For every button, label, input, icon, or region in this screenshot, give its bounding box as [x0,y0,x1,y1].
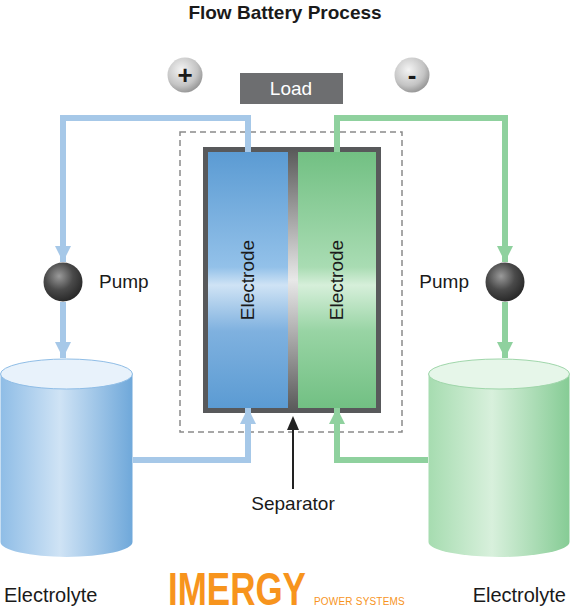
pump-sphere [44,263,83,302]
node-label: - [408,62,417,88]
circle-node: + [167,57,203,93]
tank-node: Electrolyte [428,358,570,608]
separator-membrane [288,150,298,410]
separator-label: Separator [0,493,570,515]
tank-node: Electrolyte [0,358,133,608]
logo-wordmark: IMERGY [168,566,306,612]
pump-symbol [485,262,525,302]
node-label: Pump [99,271,149,293]
terminal-sphere [395,58,430,93]
node-label: Pump [419,271,469,293]
node-label: Electrolyte [473,584,566,606]
node-label: Load [270,78,312,100]
electrode-node: Electrode [298,152,376,408]
pipe-connector [133,408,248,460]
tank-body [1,374,133,557]
separator-leader [292,428,294,489]
node-label: Electrode [237,240,259,320]
tank-cylinder [0,358,133,558]
box-node: Load [240,73,343,104]
node-label: + [177,62,192,88]
tank-top [429,359,570,389]
diagram-title: Flow Battery Process [0,2,570,24]
node-label: Electrolyte [4,584,97,606]
pipe-connector [60,302,66,358]
electrode-node: Electrode [208,152,288,408]
pump-sphere [486,263,525,302]
tank-body [429,374,570,557]
pump-node: Pump [43,262,149,302]
cell-housing-dashed [180,132,402,432]
logo-subtitle: POWER SYSTEMS [314,597,405,607]
tank-top [1,359,133,389]
pipe-connector [502,302,508,358]
node-label: Electrode [326,240,348,320]
tank-cylinder [428,358,570,558]
pump-node: Pump [419,262,525,302]
terminal-sphere [168,58,203,93]
pump-symbol [43,262,83,302]
circle-node: - [394,57,430,93]
pipe-connector [337,408,428,460]
separator-leader-head [287,416,299,430]
cell-frame [203,147,381,413]
